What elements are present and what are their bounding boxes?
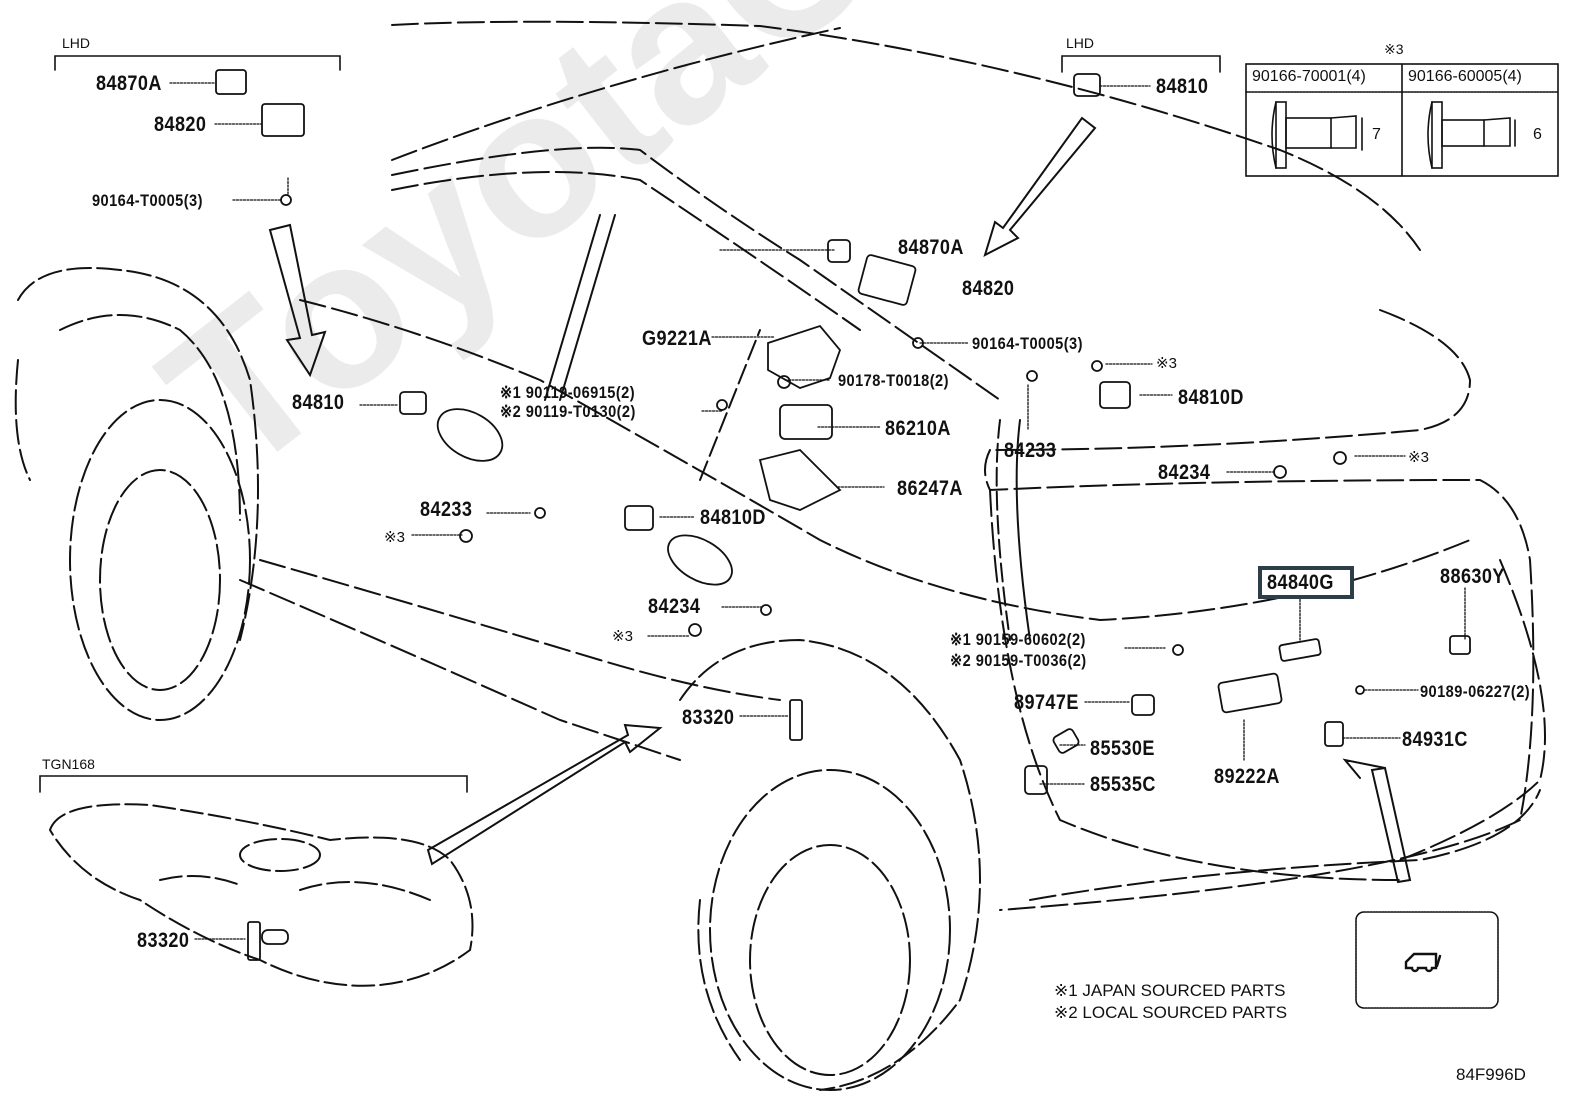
callout-84931C[interactable]: 84931C [1402,728,1468,751]
front-wheel [14,267,259,721]
callout-84820-lhd[interactable]: 84820 [154,113,207,136]
tgn168-bracket [39,775,468,793]
callout-mark3-b[interactable]: ※3 [1408,449,1429,466]
callout-90164-T0005-lhd[interactable]: 90164-T0005(3) [92,191,203,210]
callout-84233-right[interactable]: 84233 [1004,439,1057,462]
callout-83320-main[interactable]: 83320 [682,706,735,729]
callout-90178-T0018[interactable]: 90178-T0018(2) [838,371,949,390]
diagram-code: 84F996D [1456,1065,1526,1084]
group-label-lhd-right: LHD [1066,35,1095,51]
view-box-frame [1355,911,1499,1009]
callout-90159-60602[interactable]: ※1 90159-60602(2) [950,630,1086,649]
callout-84840G[interactable]: 84840G [1267,571,1334,594]
fastener-table-col-1[interactable]: 90166-70001(4) [1252,68,1366,85]
glyph-83320-inset [247,921,289,961]
direction-arrows [268,116,1412,884]
legend-item-local: ※2 LOCAL SOURCED PARTS [1054,1003,1288,1022]
callout-85530E[interactable]: 85530E [1090,737,1155,760]
callout-86247A[interactable]: 86247A [897,477,963,500]
group-label-tgn168: TGN168 [42,756,95,772]
callout-84810-rlhd[interactable]: 84810 [1156,75,1209,98]
rear-suv-view-icon [1404,952,1442,973]
callout-89222A[interactable]: 89222A [1214,765,1280,788]
callout-mark3-c[interactable]: ※3 [384,529,405,546]
callout-84234-left[interactable]: 84234 [648,595,701,618]
callout-90159-T0036[interactable]: ※2 90159-T0036(2) [950,651,1087,670]
fastener-table-col-2[interactable]: 90166-60005(4) [1408,68,1522,85]
group-label-lhd-left: LHD [62,35,91,51]
callout-83320-inset[interactable]: 83320 [137,929,190,952]
component-glyphs [215,69,1471,795]
callout-88630Y[interactable]: 88630Y [1440,565,1505,588]
glyph-G9221A [767,324,842,389]
arrow-view [1342,758,1412,884]
fastener-dim-2: 6 [1533,126,1542,143]
callout-84234-right[interactable]: 84234 [1158,461,1211,484]
callout-84810D-left[interactable]: 84810D [700,506,766,529]
callout-mark3-a[interactable]: ※3 [1156,355,1177,372]
fuel-tank-sketch [48,803,474,987]
leader-lines [169,82,1466,940]
rear-suv-view-icon [1406,952,1446,972]
view-selector-button[interactable] [1356,912,1498,1008]
callout-84233-left[interactable]: 84233 [420,498,473,521]
glyph-84870A-lhd [215,69,247,95]
callout-84870A[interactable]: 84870A [898,236,964,259]
callout-84820[interactable]: 84820 [962,277,1015,300]
rear-wheel [679,638,981,1091]
fastener-table-frame [1245,63,1559,177]
fastener-table-note-mark: ※3 [1384,41,1404,57]
arrow-tank [426,723,663,866]
callout-84810-left[interactable]: 84810 [292,391,345,414]
pillar-lines [544,214,1031,641]
callout-90164-T0005[interactable]: 90164-T0005(3) [972,334,1083,353]
lhd-bracket-left [54,55,341,71]
legend-item-japan: ※1 JAPAN SOURCED PARTS [1054,981,1286,1000]
callout-G9221A[interactable]: G9221A [642,327,712,350]
callout-89747E[interactable]: 89747E [1014,691,1079,714]
arrow-lhd-left [268,223,327,378]
lhd-bracket-right [1061,55,1221,73]
callout-90119-T0130[interactable]: ※2 90119-T0130(2) [500,402,636,421]
callout-86210A[interactable]: 86210A [885,417,951,440]
arrow-lhd-right [983,116,1097,257]
highlighted-part-box[interactable]: 84840G [1258,566,1354,599]
glyph-86247A [758,449,842,511]
callout-90189-06227[interactable]: 90189-06227(2) [1420,682,1531,701]
callout-90119-06915[interactable]: ※1 90119-06915(2) [500,383,635,402]
glyph-84820-lhd [261,103,305,137]
callout-mark3-d[interactable]: ※3 [612,628,633,645]
callout-85535C[interactable]: 85535C [1090,773,1156,796]
callout-84810D-right[interactable]: 84810D [1178,386,1244,409]
callout-84870A-lhd[interactable]: 84870A [96,72,162,95]
fastener-dim-1: 7 [1372,126,1381,143]
